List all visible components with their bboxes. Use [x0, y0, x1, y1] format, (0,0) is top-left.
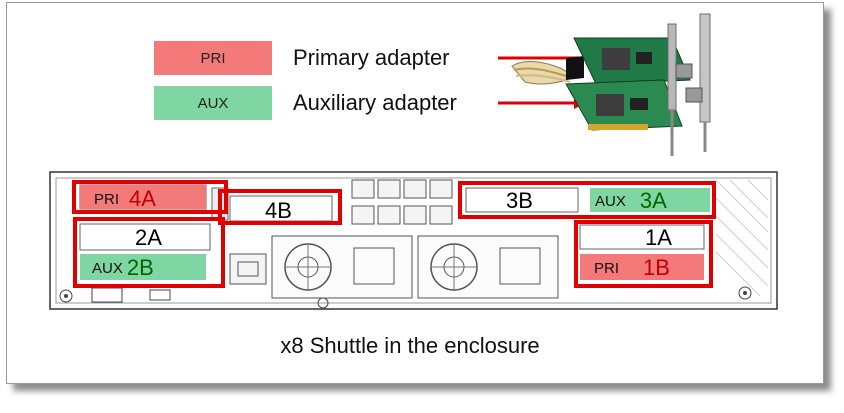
- slot-3b-label: 3B: [506, 188, 533, 213]
- slots-1a-1b-highlight: [574, 220, 713, 288]
- legend-primary-swatch: PRI: [154, 41, 272, 75]
- slot-1a-label: 1A: [645, 225, 672, 250]
- slot-1b-tag: PRI: [594, 259, 620, 277]
- slot-4a-id: 4A: [129, 186, 156, 211]
- figure-caption: x8 Shuttle in the enclosure: [280, 333, 540, 358]
- slot-4a-pri-panel: [80, 185, 206, 209]
- slot-4a-tag: PRI: [94, 190, 120, 208]
- slots-3b-3a-highlight: [458, 181, 716, 219]
- legend-auxiliary-text: Auxiliary adapter: [293, 90, 457, 115]
- slot-2b-tag: AUX: [92, 259, 123, 277]
- slot-2b-aux-panel: [80, 254, 206, 280]
- slot-4b-highlight: [218, 189, 342, 225]
- slot-4a-highlight: [72, 180, 228, 214]
- adapter-cards-image: [511, 13, 711, 156]
- slot-2b-label: AUX 2B: [92, 255, 154, 281]
- slot-3a-tag: AUX: [595, 192, 626, 210]
- slot-2b-id: 2B: [126, 255, 154, 280]
- slot-3a-aux-panel: [590, 188, 710, 212]
- legend-auxiliary-tag: AUX: [197, 94, 229, 112]
- slot-4b-label: 4B: [265, 198, 292, 223]
- slot-4a-label: PRI 4A: [94, 186, 156, 212]
- legend-primary-tag: PRI: [200, 49, 226, 67]
- slots-2a-2b-highlight: [73, 217, 225, 288]
- slot-1b-label: PRI 1B: [594, 255, 670, 281]
- slot-3a-id: 3A: [639, 188, 667, 213]
- legend-primary-text: Primary adapter: [293, 45, 450, 70]
- slot-1b-id: 1B: [643, 255, 670, 280]
- legend-auxiliary-swatch: AUX: [154, 86, 272, 120]
- slot-3a-label: AUX 3A: [595, 188, 667, 214]
- slot-1b-pri-panel: [580, 254, 704, 280]
- slot-2a-label: 2A: [135, 225, 162, 250]
- auxiliary-arrow: [498, 97, 586, 109]
